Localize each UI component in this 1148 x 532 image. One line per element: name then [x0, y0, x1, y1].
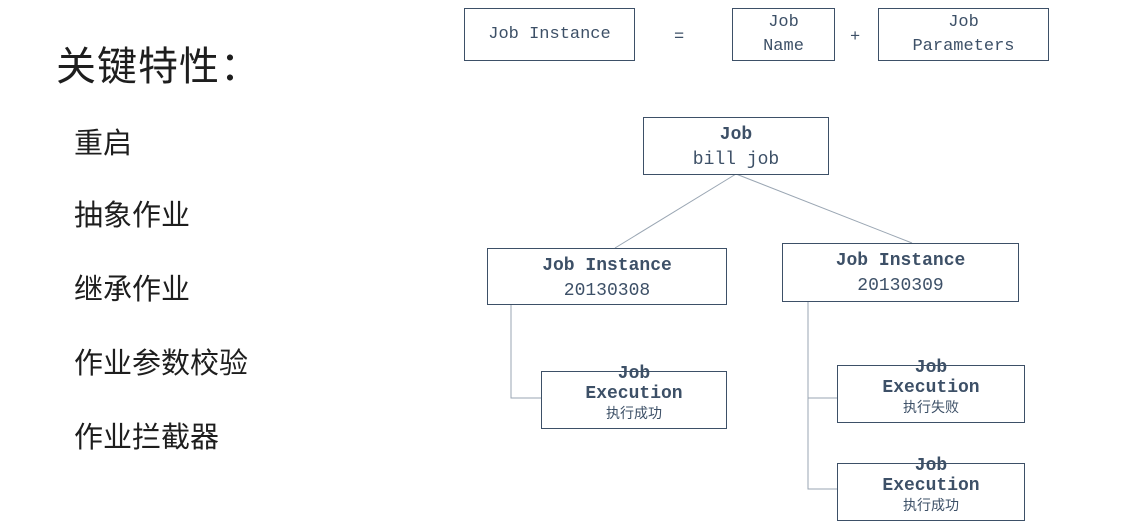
job-root-box: Job bill job: [643, 117, 829, 175]
feature-item-abstract-job: 抽象作业: [74, 198, 191, 232]
feature-item-inherit-job: 继承作业: [74, 272, 191, 306]
feature-item-restart: 重启: [74, 126, 133, 160]
job-execution-box-2-1: Job Execution 执行失败: [837, 359, 1025, 423]
equation-job-parameters-line-2: Parameters: [912, 37, 1015, 56]
equation-job-parameters-line-1: Job: [948, 13, 979, 32]
page-title: 关键特性：: [56, 44, 261, 90]
job-root-name: bill job: [692, 150, 780, 170]
job-execution-title-line-1: Job: [914, 358, 948, 378]
job-execution-title-line-1: Job: [617, 364, 651, 384]
connector-instance-2-execution-1: [807, 302, 838, 399]
equation-job-name-line-1: Job: [768, 13, 799, 32]
job-execution-status: 执行失败: [903, 400, 959, 416]
job-execution-box-2-2: Job Execution 执行成功: [837, 457, 1025, 521]
job-instance-box-2: Job Instance 20130309: [782, 243, 1019, 302]
job-instance-title-1: Job Instance: [542, 256, 672, 276]
connector-instance-1-execution-1: [510, 304, 542, 399]
equals-sign: =: [674, 28, 685, 47]
job-execution-status: 执行成功: [903, 498, 959, 514]
job-instance-date-1: 20130308: [563, 281, 651, 301]
connector-instance-2-execution-2: [807, 398, 838, 490]
equation-job-name-box: Job Name: [732, 8, 835, 61]
job-execution-box-1-1: Job Execution 执行成功: [541, 365, 727, 429]
plus-sign: +: [850, 28, 861, 47]
feature-item-param-validation: 作业参数校验: [74, 346, 249, 380]
feature-item-job-interceptor: 作业拦截器: [74, 420, 220, 454]
job-root-title: Job: [719, 125, 753, 145]
equation-job-parameters-box: Job Parameters: [878, 8, 1049, 61]
job-execution-title-line-2: Execution: [882, 476, 980, 496]
job-instance-title-2: Job Instance: [835, 251, 966, 271]
job-execution-status: 执行成功: [606, 406, 662, 422]
connector-root-instance-1: [614, 173, 737, 249]
job-execution-title-line-1: Job: [914, 456, 948, 476]
job-instance-date-2: 20130309: [857, 276, 944, 296]
connector-root-instance-2: [735, 173, 913, 244]
equation-job-instance-label: Job Instance: [488, 25, 611, 44]
job-execution-title-line-2: Execution: [585, 384, 683, 404]
equation-job-instance-box: Job Instance: [464, 8, 635, 61]
job-instance-box-1: Job Instance 20130308: [487, 248, 727, 305]
equation-job-name-line-2: Name: [763, 37, 804, 56]
job-execution-title-line-2: Execution: [882, 378, 980, 398]
